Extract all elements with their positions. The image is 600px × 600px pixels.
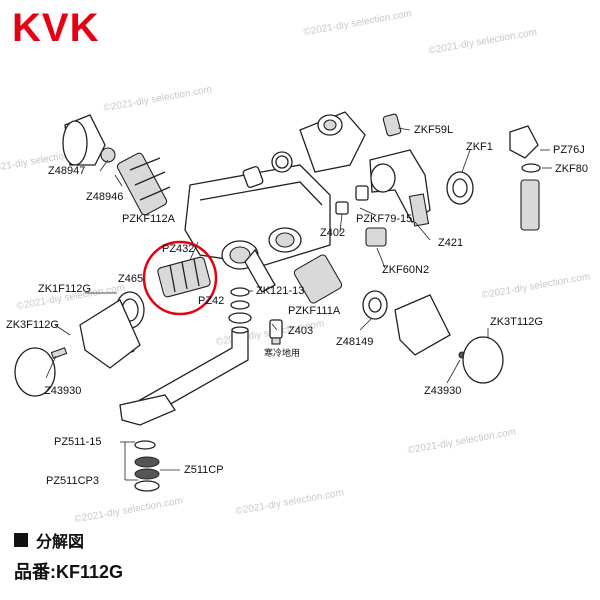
label-pzkf112a: PZKF112A — [122, 213, 176, 225]
label-zkf80: ZKF80 — [555, 163, 588, 175]
highlight-circle — [142, 240, 218, 316]
label-pz511cp3: PZ511CP3 — [46, 475, 99, 487]
watermark-text: ©2021-diy selection.com — [74, 495, 184, 525]
label-pz42: PZ42 — [198, 295, 224, 307]
watermark-text: ©2021-diy selection.com — [303, 8, 413, 38]
label-zkf59l: ZKF59L — [414, 124, 453, 136]
right-handle-assembly — [293, 254, 504, 384]
label-z511cp: Z511CP — [184, 464, 224, 476]
left-handle-assembly — [62, 114, 171, 216]
label-z48947: Z48947 — [48, 165, 85, 177]
cartridge-pz432 — [142, 240, 218, 316]
section-heading: 分解図 — [14, 528, 84, 552]
label-z48149: Z48149 — [336, 336, 373, 348]
label-pz511-15: PZ511-15 — [54, 436, 102, 448]
label-zk3f112g: ZK3F112G — [6, 319, 59, 331]
section-title: 分解図 — [36, 534, 85, 551]
left-handle-parts — [14, 291, 145, 397]
label-z402: Z402 — [320, 227, 345, 239]
label-z403: Z403 — [288, 325, 313, 337]
label-cold-region: 寒冷地用 — [264, 347, 300, 358]
label-zk1f112g: ZK1F112G — [38, 283, 91, 295]
center-small-parts — [228, 287, 283, 345]
model-number: 品番:KF112G — [14, 562, 124, 582]
watermark-text: ©2021-diy selection.com — [428, 27, 538, 57]
watermark-text: ©2021-diy selection.com — [103, 84, 213, 114]
label-zk121-13: ZK121-13 — [256, 285, 304, 297]
square-bullet-icon — [14, 533, 28, 547]
label-zk3t112g: ZK3T112G — [490, 316, 543, 328]
watermark-text: ©2021-diy selection.com — [407, 427, 517, 457]
label-z43930-left: Z43930 — [44, 385, 81, 397]
spout — [119, 326, 249, 492]
label-pzkf111a: PZKF111A — [288, 305, 341, 317]
label-z48946: Z48946 — [86, 191, 123, 203]
label-pz76j: PZ76J — [553, 144, 585, 156]
watermark-text: ©2021-diy selection.com — [481, 271, 591, 301]
part-labels: Z48947 Z48946 PZKF112A PZ432 Z465 ZK1F11… — [6, 124, 588, 487]
valve-body — [184, 164, 331, 293]
label-pz432: PZ432 — [162, 243, 194, 255]
label-zkf1: ZKF1 — [466, 141, 493, 153]
label-pzkf79-15: PZKF79-15 — [356, 213, 412, 225]
label-z465: Z465 — [118, 273, 143, 285]
watermark-text: ©2021-diy selection.com — [235, 487, 345, 517]
elbow-fittings-top — [242, 111, 541, 247]
label-z421: Z421 — [438, 237, 463, 249]
brand-logo: KVK — [12, 6, 100, 50]
label-zkf60n2: ZKF60N2 — [382, 264, 429, 276]
leader-lines — [45, 127, 552, 481]
label-z43930-right: Z43930 — [424, 385, 461, 397]
